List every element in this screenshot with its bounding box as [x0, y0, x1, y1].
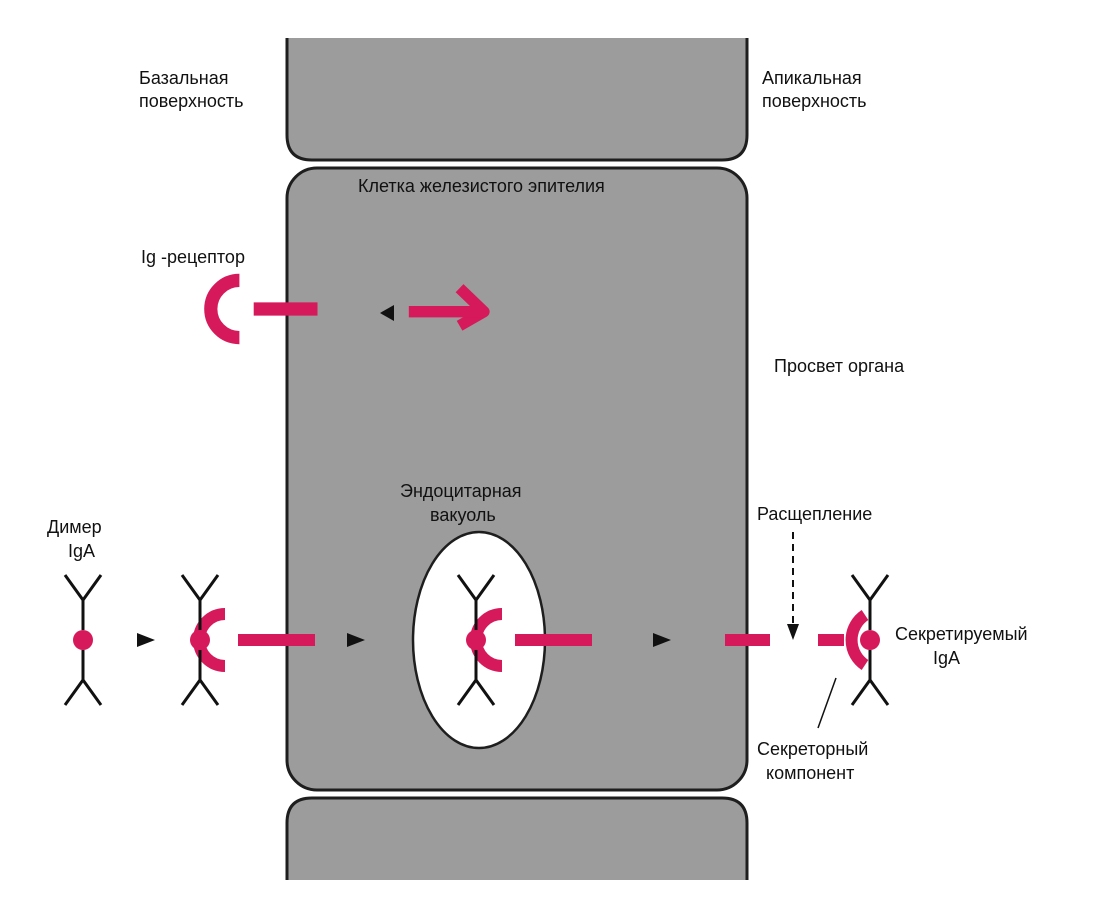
vacuole-label-2: вакуоль [430, 505, 496, 525]
iga-dimer-in-vacuole [456, 574, 496, 706]
ig-receptor-label: Ig -рецептор [141, 247, 245, 267]
upper-neighbor-cell [285, 38, 749, 162]
secretory-component-label-2: компонент [766, 763, 854, 783]
epithelium [285, 38, 749, 880]
basal-surface-label-1: Базальная [139, 68, 228, 88]
secretory-pointer-line [817, 677, 837, 729]
dimer-label-1: Димер [47, 517, 102, 537]
arrow-recycle-left [380, 305, 394, 321]
iga-dimer-bound-membrane [180, 574, 220, 706]
cleavage-arrow [787, 532, 799, 640]
iga-dimer-free [63, 574, 103, 706]
arrow-step-1 [137, 633, 155, 647]
glandular-epithelial-cell [285, 166, 749, 792]
secreted-iga-label-1: Секретируемый [895, 624, 1028, 644]
cell-label: Клетка железистого эпителия [358, 176, 605, 196]
vacuole-label-1: Эндоцитарная [400, 481, 522, 501]
cleavage-label: Расщепление [757, 504, 872, 524]
labels: Базальная поверхность Апикальная поверхн… [47, 68, 1028, 783]
pathway-arrows [137, 305, 671, 647]
basal-surface-label-2: поверхность [139, 91, 244, 111]
secretory-component-label-1: Секреторный [757, 739, 868, 759]
iga-dimers [63, 574, 890, 706]
lumen-label: Просвет органа [774, 356, 905, 376]
arrow-step-2 [347, 633, 365, 647]
ig-receptor-basal [204, 273, 318, 345]
secreted-iga-label-2: IgA [933, 648, 960, 668]
ig-receptor-vesicle [408, 284, 490, 331]
iga-secreted [850, 574, 890, 706]
lower-neighbor-cell [285, 796, 749, 880]
arrow-step-3 [653, 633, 671, 647]
apical-surface-label-2: поверхность [762, 91, 867, 111]
apical-surface-label-1: Апикальная [762, 68, 862, 88]
dimer-label-2: IgA [68, 541, 95, 561]
secretory-component [818, 610, 869, 670]
